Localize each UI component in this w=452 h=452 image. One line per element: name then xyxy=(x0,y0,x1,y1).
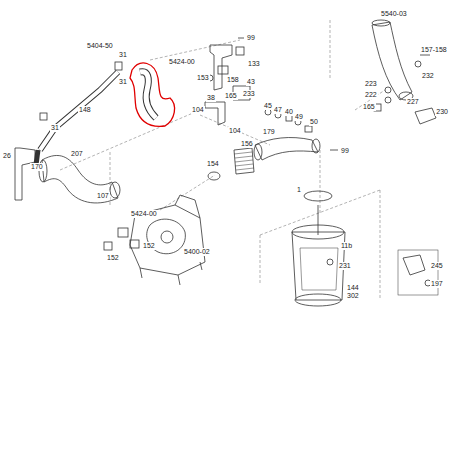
callout-number: 232 xyxy=(421,72,435,80)
callout-number: 31 xyxy=(118,78,128,86)
callout-number: 133 xyxy=(247,60,261,68)
callout-number: 144 xyxy=(346,284,360,292)
callout-number: 107 xyxy=(96,192,110,200)
callout-number: 104 xyxy=(228,127,242,135)
callout-number: 245 xyxy=(430,262,444,270)
callout-number: 156 xyxy=(240,140,254,148)
callout-number: 5424-00 xyxy=(168,58,196,66)
callout-number: 5400-02 xyxy=(183,248,211,256)
callout-number: 11b xyxy=(340,242,353,250)
callout-number: 152 xyxy=(106,254,120,262)
callout-number: 153 xyxy=(196,74,210,82)
callout-number: 26 xyxy=(2,152,12,160)
callout-number: 5424-00 xyxy=(130,210,158,218)
callout-number: 49 xyxy=(294,113,304,121)
callout-number: 1 xyxy=(296,186,302,194)
callout-number: 158 xyxy=(226,76,240,84)
callout-number: 40 xyxy=(284,108,294,116)
callout-number: 154 xyxy=(206,160,220,168)
callout-number: 31 xyxy=(50,124,60,132)
callout-number: 152 xyxy=(142,242,156,250)
callout-number: 165 xyxy=(362,103,376,111)
callout-number: 104 xyxy=(191,106,205,114)
callout-number: 50 xyxy=(309,118,319,126)
callout-number: 223 xyxy=(364,80,378,88)
callout-number: 45 xyxy=(263,102,273,110)
callout-number: 99 xyxy=(340,147,350,155)
callout-number: 5404-50 xyxy=(86,42,114,50)
callout-number: 157-158 xyxy=(420,46,448,54)
callout-number: 222 xyxy=(364,91,378,99)
callout-number: 47 xyxy=(273,106,283,114)
callout-number: 230 xyxy=(435,108,449,116)
callout-number: 148 xyxy=(78,106,92,114)
callout-number: 197 xyxy=(430,280,444,288)
callout-number: 227 xyxy=(406,98,420,106)
callout-number: 302 xyxy=(346,292,360,300)
callout-number: 165 xyxy=(224,92,238,100)
callout-number: 5540-03 xyxy=(380,10,408,18)
callout-number: 31 xyxy=(118,51,128,59)
callout-number: 231 xyxy=(338,262,352,270)
callout-number: 179 xyxy=(262,128,276,136)
callout-number: 38 xyxy=(206,94,216,102)
callout-number: 99 xyxy=(246,34,256,42)
callout-number: 233 xyxy=(242,90,256,98)
callout-number: 170 xyxy=(30,163,44,171)
callout-number: 207 xyxy=(70,150,84,158)
callout-number: 43 xyxy=(246,78,256,86)
